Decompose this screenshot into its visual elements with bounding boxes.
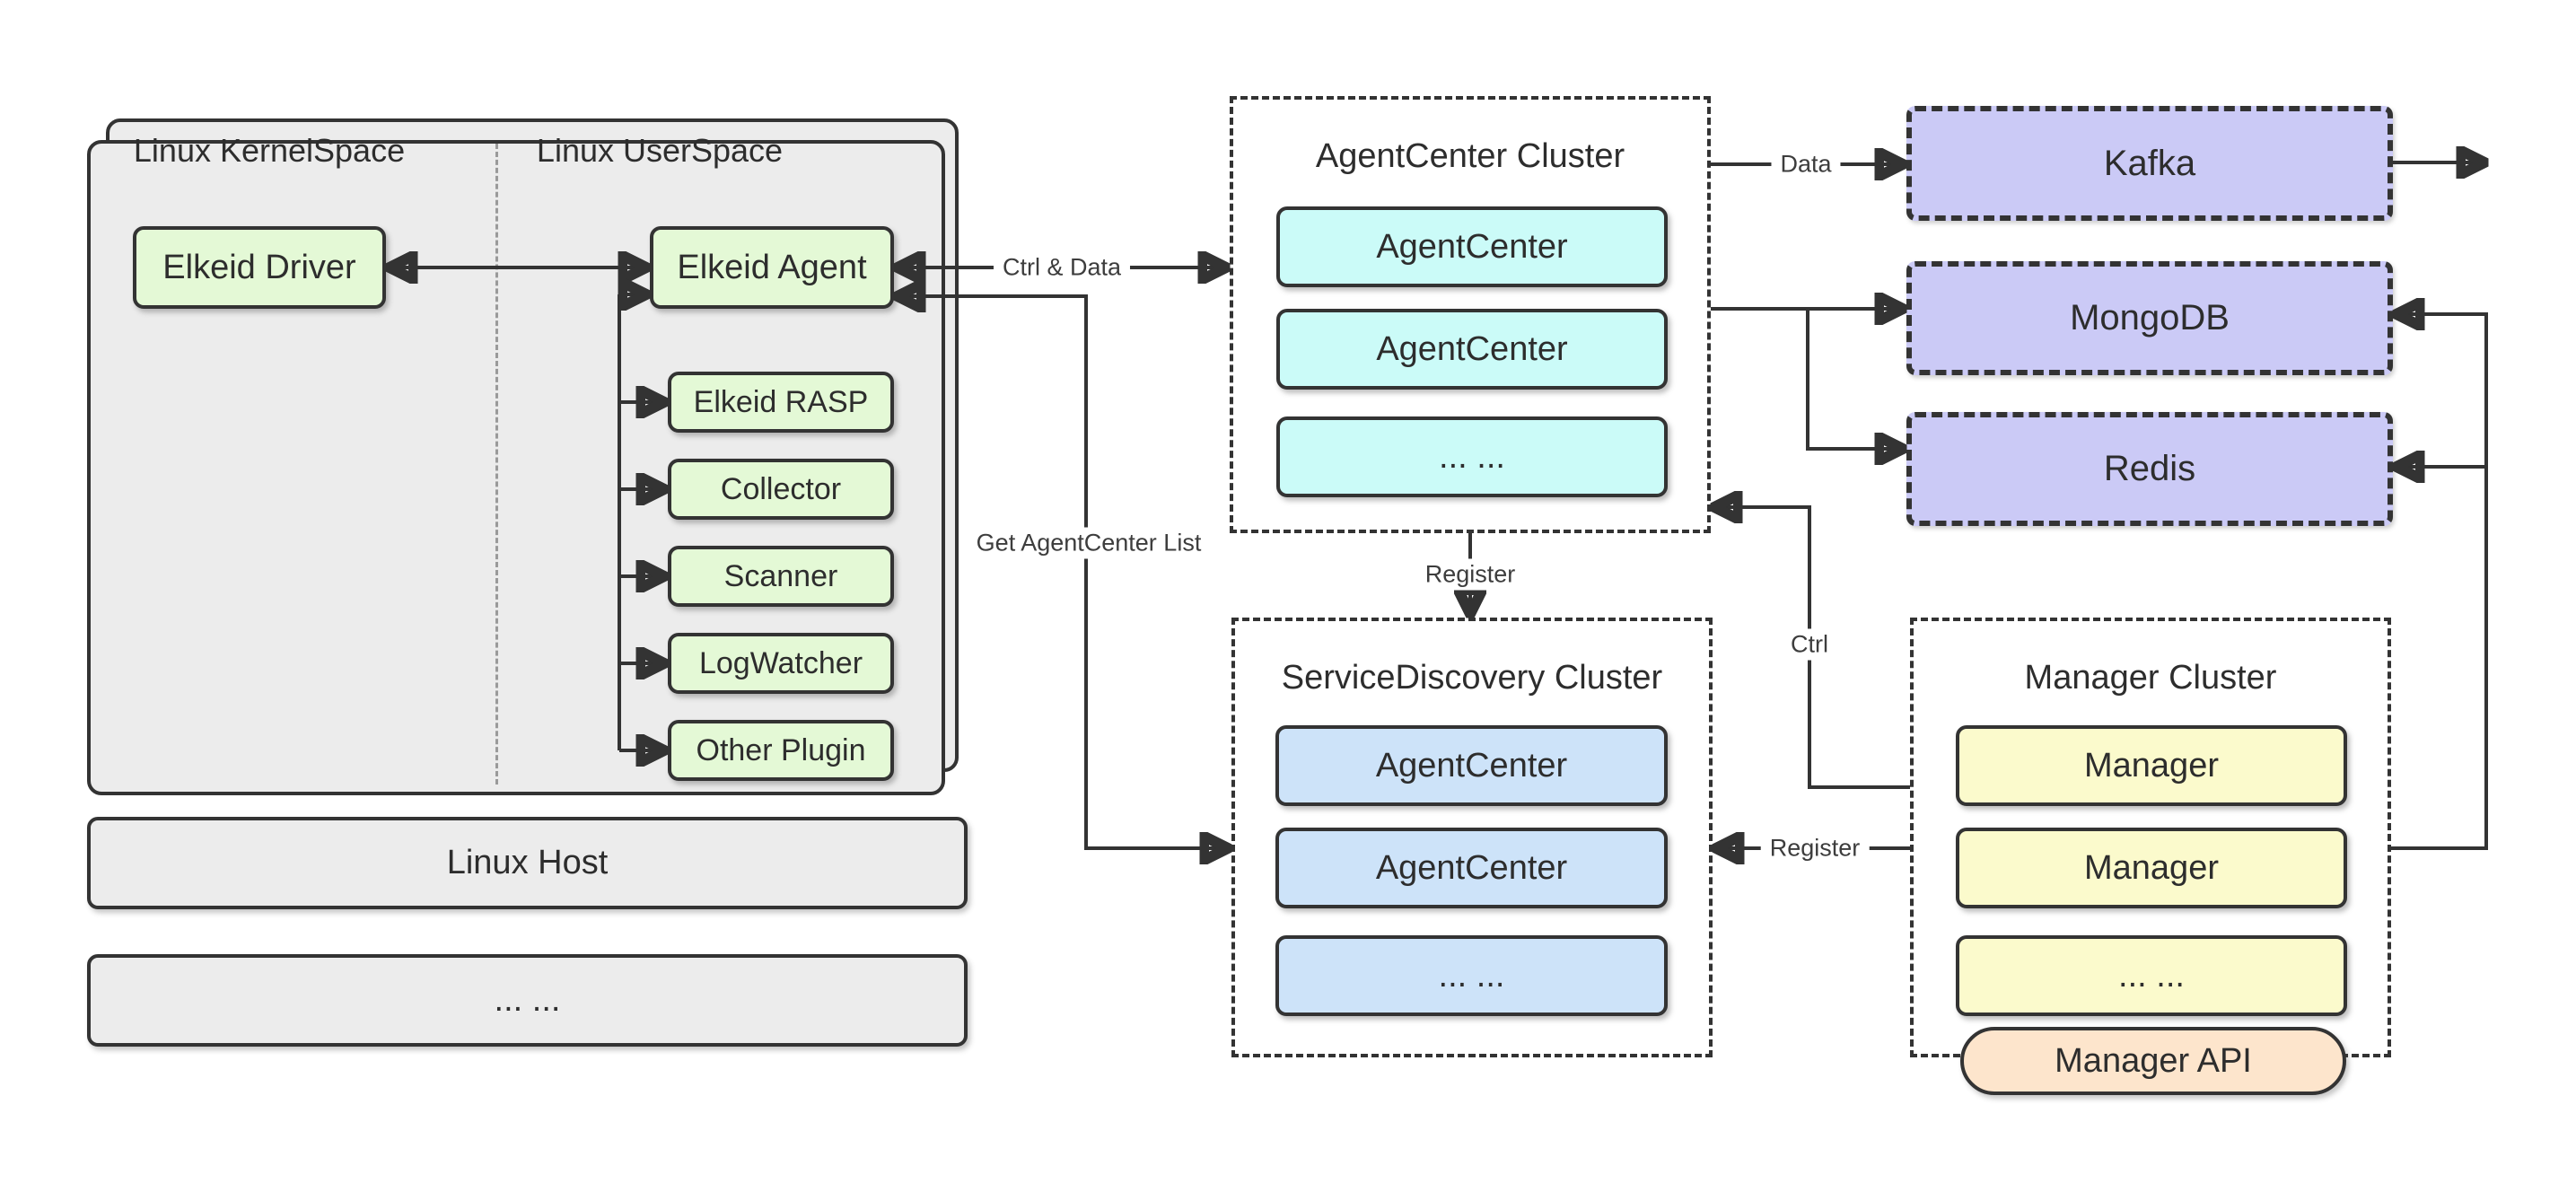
edge-label-get-agentcenter-list: Get AgentCenter List bbox=[967, 527, 1211, 559]
node-agentcenter-2: AgentCenter bbox=[1276, 309, 1668, 390]
node-sd-agentcenter-more: ... ... bbox=[1275, 935, 1668, 1016]
edge-label-ctrl-and-data: Ctrl & Data bbox=[993, 251, 1131, 284]
kernel-user-divider bbox=[495, 144, 498, 785]
node-plugin-scanner: Scanner bbox=[668, 546, 894, 607]
cluster-manager-title: Manager Cluster bbox=[2024, 659, 2277, 697]
node-kafka: Kafka bbox=[1906, 106, 2393, 221]
node-plugin-logwatcher: LogWatcher bbox=[668, 633, 894, 694]
kernel-space-label: Linux KernelSpace bbox=[133, 132, 406, 169]
edge-label-ctrl: Ctrl bbox=[1782, 628, 1837, 661]
node-manager-2: Manager bbox=[1956, 828, 2347, 908]
edge-agentcenter-redis-branch bbox=[1806, 309, 1903, 449]
node-plugin-elkeid-rasp: Elkeid RASP bbox=[668, 372, 894, 433]
node-sd-agentcenter-1: AgentCenter bbox=[1275, 725, 1668, 806]
node-elkeid-driver: Elkeid Driver bbox=[133, 226, 386, 309]
cluster-agentcenter-title: AgentCenter Cluster bbox=[1315, 137, 1625, 175]
cluster-servicediscovery-title: ServiceDiscovery Cluster bbox=[1281, 659, 1663, 697]
edge-manager-mongodb bbox=[2391, 314, 2488, 850]
edge-label-register-agentcenter: Register bbox=[1415, 558, 1525, 591]
node-mongodb: MongoDB bbox=[1906, 261, 2393, 375]
node-elkeid-agent: Elkeid Agent bbox=[650, 226, 894, 309]
node-manager-more: ... ... bbox=[1956, 935, 2347, 1016]
user-space-label: Linux UserSpace bbox=[536, 132, 784, 169]
node-agentcenter-1: AgentCenter bbox=[1276, 206, 1668, 287]
node-sd-agentcenter-2: AgentCenter bbox=[1275, 828, 1668, 908]
node-plugin-other-plugin: Other Plugin bbox=[668, 720, 894, 781]
node-redis: Redis bbox=[1906, 412, 2393, 526]
node-manager-api: Manager API bbox=[1960, 1027, 2346, 1095]
node-agentcenter-more: ... ... bbox=[1276, 416, 1668, 497]
edge-label-register-manager: Register bbox=[1760, 832, 1870, 864]
node-plugin-collector: Collector bbox=[668, 459, 894, 520]
node-manager-1: Manager bbox=[1956, 725, 2347, 806]
edge-label-data: Data bbox=[1771, 148, 1841, 180]
box-linux-host: Linux Host bbox=[87, 817, 968, 909]
box-host-more: ... ... bbox=[87, 954, 968, 1047]
